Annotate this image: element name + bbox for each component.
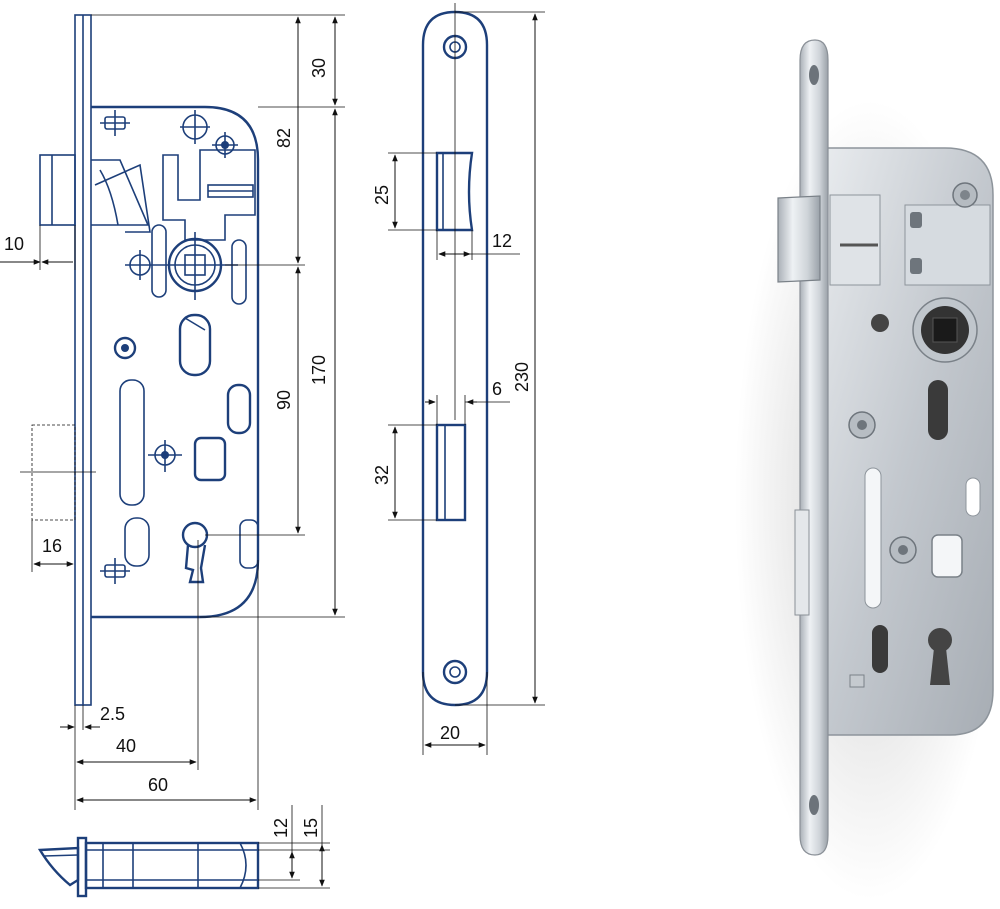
- small-rivet-left: [113, 336, 137, 360]
- latch-profile: [37, 846, 80, 887]
- photo-faceplate: [799, 39, 829, 856]
- dim-inner-thickness: 12: [271, 818, 291, 838]
- latch-mechanism: [162, 149, 256, 241]
- slot-upper: [178, 313, 212, 377]
- bolt-opening: [435, 423, 467, 522]
- spindle-follower: [160, 232, 238, 300]
- dim-backset-spindle: 40: [116, 736, 136, 756]
- dim-top-offset: 30: [309, 58, 329, 78]
- dim-latch-height: 16: [42, 536, 62, 556]
- faceplate-view: 25 12 6 32 230 20: [372, 3, 545, 755]
- dim-backset-faceplate: 10: [4, 234, 24, 254]
- dim-spindle-from-top: 82: [274, 128, 294, 148]
- case-profile: [84, 841, 260, 890]
- rivet-center: [148, 440, 182, 472]
- square-hole: [193, 436, 227, 482]
- photo-latch: [777, 195, 821, 283]
- latch-bolt: [39, 154, 76, 226]
- screw-hole-top: [180, 110, 210, 144]
- dim-bolt-opening: 32: [372, 465, 392, 485]
- slot-lower-right: [239, 519, 259, 569]
- lock-photo: [735, 39, 1000, 900]
- latch-opening: [435, 151, 474, 232]
- dim-spindle-to-key: 90: [274, 390, 294, 410]
- dim-latch-opening: 25: [372, 185, 392, 205]
- bolt-outline: [31, 424, 76, 521]
- front-view: 10 16 2.5 40 60 30 82 90: [0, 14, 345, 810]
- screw-hole-left: [125, 250, 160, 280]
- long-slot: [119, 379, 145, 506]
- dim-bolt-width: 6: [492, 379, 502, 399]
- rivet-top-right: [212, 132, 238, 158]
- dim-case-height: 170: [309, 355, 329, 385]
- faceplate-screw-bottom: [442, 659, 468, 685]
- slot-lower-left: [124, 517, 150, 567]
- dim-latch-width: 12: [492, 231, 512, 251]
- lock-case: [91, 105, 260, 619]
- dim-faceplate-length: 230: [512, 362, 532, 392]
- dim-case-depth: 60: [148, 775, 168, 795]
- screw-hole-bottom-left: [100, 558, 130, 584]
- keyhole: [181, 521, 209, 584]
- dim-faceplate-thickness: 2.5: [100, 704, 125, 724]
- bottom-view: 12 15: [37, 805, 330, 898]
- slot-right: [226, 383, 252, 435]
- dim-outer-thickness: 15: [301, 818, 321, 838]
- screw-hole-top-left: [100, 110, 130, 136]
- dim-faceplate-width: 20: [440, 723, 460, 743]
